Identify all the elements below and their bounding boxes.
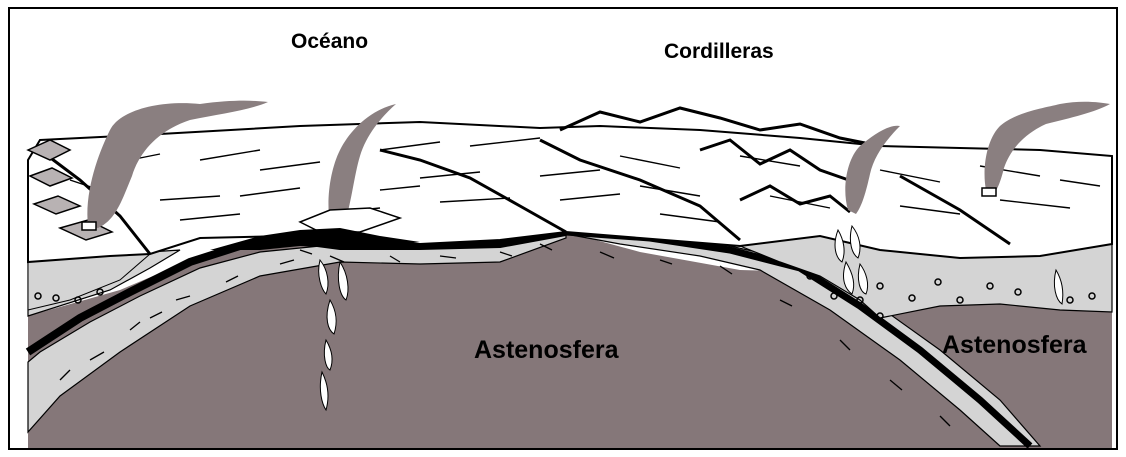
asthenosphere-label-right: Astenosfera	[942, 331, 1087, 360]
asthenosphere-label-left: Astenosfera	[474, 336, 619, 365]
ocean-label: Océano	[291, 30, 368, 54]
mountains-label: Cordilleras	[664, 40, 774, 64]
